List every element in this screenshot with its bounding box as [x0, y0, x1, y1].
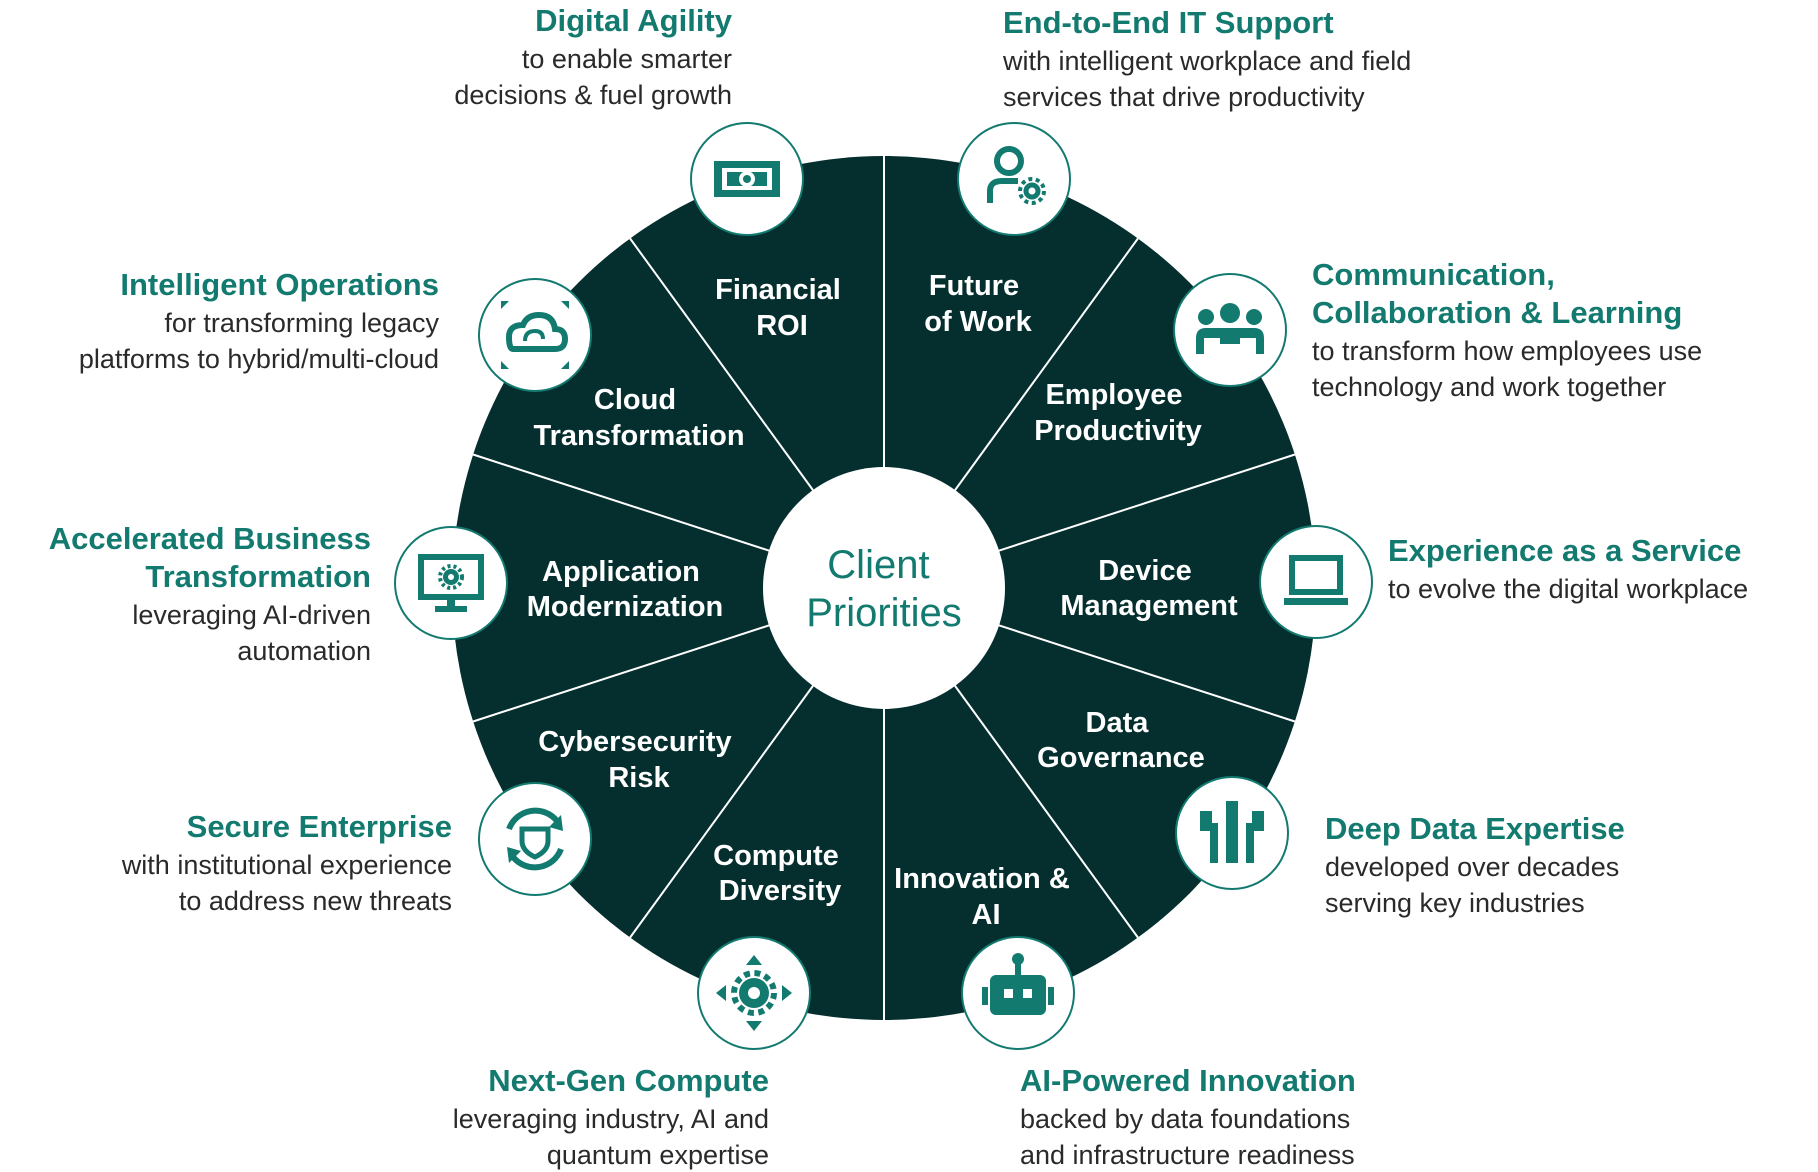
callout-desc-line2: to address new threats: [178, 885, 452, 916]
icon-badge-intelligent-operations: [478, 278, 592, 392]
robot-icon: [982, 953, 1054, 1015]
team-icon: [1196, 303, 1264, 354]
callout-end-to-end-it-support: End-to-End IT Support with intelligent w…: [1003, 4, 1411, 114]
center-hub: [763, 467, 1005, 709]
callout-desc-line1: with intelligent workplace and field: [1003, 45, 1412, 76]
callout-desc-line2: and infrastructure readiness: [1020, 1139, 1355, 1170]
segment-label-innovation-ai: Innovation & AI: [894, 863, 1078, 931]
segment-label-application-modernization: Application Modernization: [527, 556, 724, 623]
callout-communication-collaboration: Communication, Collaboration & Learning …: [1312, 256, 1702, 404]
callout-next-gen-compute: Next-Gen Compute leveraging industry, AI…: [453, 1062, 769, 1172]
icon-badge-xaas: [1259, 525, 1373, 639]
callout-intelligent-operations: Intelligent Operations for transforming …: [79, 266, 439, 376]
callout-title: Digital Agility: [535, 3, 732, 38]
callout-title: AI-Powered Innovation: [1020, 1063, 1356, 1098]
callout-desc-line2: quantum expertise: [546, 1139, 769, 1170]
callout-desc-line1: to transform how employees use: [1312, 335, 1703, 366]
segment-label-future-of-work: Future of Work: [924, 270, 1032, 338]
segment-label-data-governance: Data Governance: [1037, 707, 1205, 774]
callout-deep-data-expertise: Deep Data Expertise developed over decad…: [1325, 810, 1625, 920]
callout-digital-agility: Digital Agility to enable smarter decisi…: [454, 2, 732, 112]
callout-title: End-to-End IT Support: [1003, 5, 1334, 40]
segment-label-compute-diversity: Compute Diversity: [713, 840, 847, 907]
callout-title: Accelerated Business: [48, 521, 371, 556]
data-flow-icon: [1200, 801, 1264, 863]
callout-desc-line1: developed over decades: [1325, 851, 1620, 882]
cloud-icon: [501, 301, 569, 369]
callout-desc-line1: to evolve the digital workplace: [1388, 573, 1749, 604]
callout-desc-line2: serving key industries: [1325, 887, 1585, 918]
callout-title-line2: Transformation: [145, 558, 371, 594]
callout-desc-line1: with institutional experience: [121, 849, 452, 880]
callout-desc-line1: leveraging industry, AI and: [452, 1103, 769, 1134]
callout-experience-as-a-service: Experience as a Service to evolve the di…: [1388, 532, 1748, 606]
gear-arrows-icon: [716, 955, 792, 1031]
segment-label-employee-productivity: Employee Productivity: [1034, 379, 1202, 447]
callout-title: Deep Data Expertise: [1325, 811, 1625, 846]
callout-title: Secure Enterprise: [186, 809, 452, 844]
shield-refresh-icon: [506, 807, 564, 871]
laptop-icon: [1284, 555, 1348, 605]
center-title: Client Priorities: [806, 543, 962, 635]
callout-desc-line2: platforms to hybrid/multi-cloud: [78, 343, 439, 374]
callout-title: Next-Gen Compute: [488, 1063, 769, 1098]
callout-desc-line2: decisions & fuel growth: [454, 79, 732, 110]
callout-secure-enterprise: Secure Enterprise with institutional exp…: [122, 808, 452, 918]
segment-dividers: [472, 156, 1296, 1020]
callout-title: Experience as a Service: [1388, 533, 1742, 568]
money-icon: [714, 161, 780, 197]
callout-desc-line1: leveraging AI-driven: [132, 599, 371, 630]
callout-title-line2: Collaboration & Learning: [1312, 294, 1683, 330]
segment-label-financial-roi: Financial ROI: [715, 274, 849, 342]
monitor-gear-icon: [418, 554, 484, 612]
callout-desc-line1: to enable smarter: [521, 43, 732, 74]
callout-desc-line2: technology and work together: [1312, 371, 1667, 402]
callout-accelerated-business-transformation: Accelerated Business Transformation leve…: [49, 520, 371, 668]
user-gear-icon: [987, 146, 1046, 205]
callout-desc-line1: backed by data foundations: [1020, 1103, 1351, 1134]
segment-label-device-management: Device Management: [1060, 555, 1238, 622]
callout-desc-line2: services that drive productivity: [1003, 81, 1365, 112]
callout-title: Intelligent Operations: [120, 267, 439, 302]
callout-desc-line2: automation: [237, 635, 371, 666]
callout-desc-line1: for transforming legacy: [164, 307, 439, 338]
callout-ai-powered-innovation: AI-Powered Innovation backed by data fou…: [1020, 1062, 1356, 1172]
callout-title: Communication,: [1312, 257, 1555, 292]
icon-badge-secure-enterprise: [478, 782, 592, 896]
segment-label-cybersecurity-risk: Cybersecurity Risk: [538, 726, 740, 794]
segment-label-cloud-transformation: Cloud Transformation: [533, 384, 744, 452]
